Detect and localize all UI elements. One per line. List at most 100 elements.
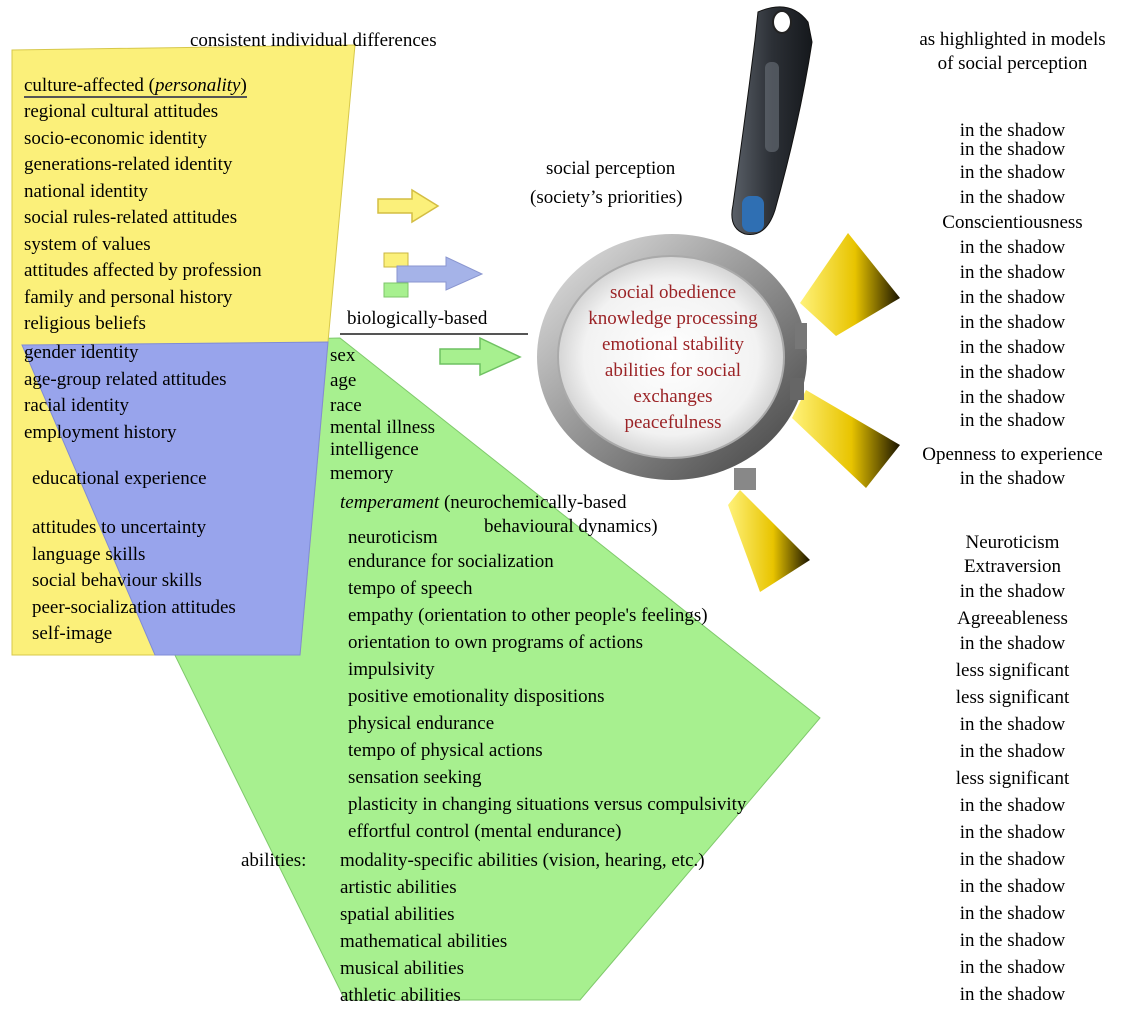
overlap-region	[21, 341, 329, 656]
abilities-item: spatial abilities	[340, 904, 455, 925]
culture-item: family and personal history	[24, 286, 233, 308]
lens-item: peacefulness	[624, 412, 722, 433]
abilities-item: musical abilities	[340, 958, 465, 979]
right-label: in the shadow	[959, 795, 1066, 816]
overlap-item: employment history	[24, 421, 177, 443]
temperament-item: positive emotionality dispositions	[348, 686, 605, 707]
culture-item: attitudes affected by profession	[24, 260, 262, 281]
overlap-item: peer-socialization attitudes	[32, 596, 236, 618]
right-label: Conscientiousness	[942, 212, 1083, 233]
temperament-heading-line-2: behavioural dynamics)	[484, 516, 658, 537]
overlap-item: age-group related attitudes	[24, 368, 227, 390]
right-label: in the shadow	[959, 822, 1066, 843]
temperament-item: orientation to own programs of actions	[348, 632, 643, 653]
light-beam-middle	[792, 390, 900, 488]
culture-item: religious beliefs	[24, 313, 146, 334]
bio-item: age	[330, 370, 357, 391]
right-label: in the shadow	[959, 287, 1066, 308]
magnifier-lens	[557, 255, 785, 459]
culture-item: social rules-related attitudes	[24, 207, 238, 228]
right-label: Openness to experience	[922, 444, 1103, 465]
right-label: Neuroticism	[965, 532, 1060, 553]
culture-heading-suffix: )	[240, 75, 247, 96]
temperament-item: impulsivity	[348, 659, 435, 680]
temperament-item: empathy (orientation to other people's f…	[348, 605, 708, 626]
lens-item: knowledge processing	[588, 308, 758, 329]
overlap-item: social behaviour skills	[32, 570, 202, 591]
temperament-item: sensation seeking	[348, 767, 482, 788]
right-label: in the shadow	[959, 633, 1066, 654]
temperament-item: plasticity in changing situations versus…	[348, 794, 747, 815]
biological-arrow	[439, 336, 522, 377]
right-label: in the shadow	[959, 957, 1066, 978]
social-perception-label: social perception	[546, 158, 676, 179]
temperament-heading: temperament (neurochemically-based	[340, 490, 626, 517]
lens-item: emotional stability	[602, 334, 744, 355]
culture-item: system of values	[24, 233, 151, 255]
right-label: in the shadow	[959, 162, 1066, 183]
right-header-line-2: of social perception	[937, 53, 1088, 74]
temperament-item: neuroticism	[348, 527, 438, 548]
culture-item: national identity	[24, 180, 149, 202]
right-label: in the shadow	[959, 237, 1066, 258]
right-label: in the shadow	[959, 876, 1066, 897]
abilities-label: abilities:	[241, 850, 307, 871]
culture-item: socio-economic identity	[24, 127, 208, 149]
overlap-item: language skills	[32, 543, 146, 565]
temperament-heading-italic: temperament	[340, 492, 440, 513]
right-label: in the shadow	[959, 930, 1066, 951]
right-label: in the shadow	[959, 387, 1066, 408]
right-label: less significant	[955, 768, 1070, 789]
right-label: in the shadow	[959, 262, 1066, 283]
bio-item: mental illness	[330, 417, 436, 438]
bio-item: memory	[330, 463, 394, 484]
temperament-item: endurance for socialization	[348, 551, 554, 572]
culture-heading: culture-affected (personality)	[24, 73, 247, 100]
bio-heading: biologically-based	[347, 308, 488, 329]
overlap-item: gender identity	[24, 342, 139, 363]
overlap-item: self-image	[32, 623, 113, 644]
right-header-line-1: as highlighted in models	[919, 29, 1106, 50]
temperament-item: physical endurance	[348, 713, 495, 734]
social-perception-sublabel: (society’s priorities)	[530, 187, 683, 208]
bio-item: sex	[330, 345, 356, 366]
right-label: in the shadow	[959, 741, 1066, 762]
abilities-item: modality-specific abilities (vision, hea…	[340, 850, 705, 871]
overlap-item: educational experience	[32, 468, 207, 489]
mixed-arrow	[383, 252, 484, 298]
right-label: in the shadow	[959, 714, 1066, 735]
overlap-item: attitudes to uncertainty	[32, 517, 207, 538]
temperament-item: tempo of speech	[348, 578, 473, 599]
abilities-item: mathematical abilities	[340, 931, 508, 952]
lens-item: exchanges	[633, 386, 713, 407]
lens-item: abilities for social	[604, 360, 742, 381]
culture-item: regional cultural attitudes	[24, 101, 219, 122]
right-label: in the shadow	[959, 468, 1066, 489]
right-label: in the shadow	[959, 984, 1066, 1005]
right-label: Extraversion	[963, 556, 1062, 577]
culture-heading-prefix: culture-affected (	[24, 75, 155, 96]
left-header: consistent individual differences	[190, 30, 437, 51]
right-label: Agreeableness	[957, 608, 1068, 629]
abilities-item: artistic abilities	[340, 877, 457, 898]
right-label: in the shadow	[959, 581, 1066, 602]
right-label: in the shadow	[959, 849, 1066, 870]
bio-item: intelligence	[330, 439, 419, 460]
right-label: in the shadow	[959, 120, 1066, 141]
right-label: in the shadow	[959, 362, 1066, 383]
culture-heading-italic: personality	[154, 75, 241, 96]
abilities-item: athletic abilities	[340, 985, 461, 1006]
light-beam-bottom	[728, 490, 810, 592]
right-label: less significant	[955, 687, 1070, 708]
right-label: in the shadow	[959, 410, 1066, 431]
right-label: in the shadow	[959, 903, 1066, 924]
right-label: in the shadow	[959, 139, 1066, 160]
culture-item: generations-related identity	[24, 154, 233, 175]
right-label: in the shadow	[959, 312, 1066, 333]
temperament-item: tempo of physical actions	[348, 740, 543, 761]
bio-item: race	[330, 395, 362, 416]
right-label: less significant	[955, 660, 1070, 681]
overlap-item: racial identity	[24, 395, 129, 416]
light-beam-top	[800, 233, 900, 336]
